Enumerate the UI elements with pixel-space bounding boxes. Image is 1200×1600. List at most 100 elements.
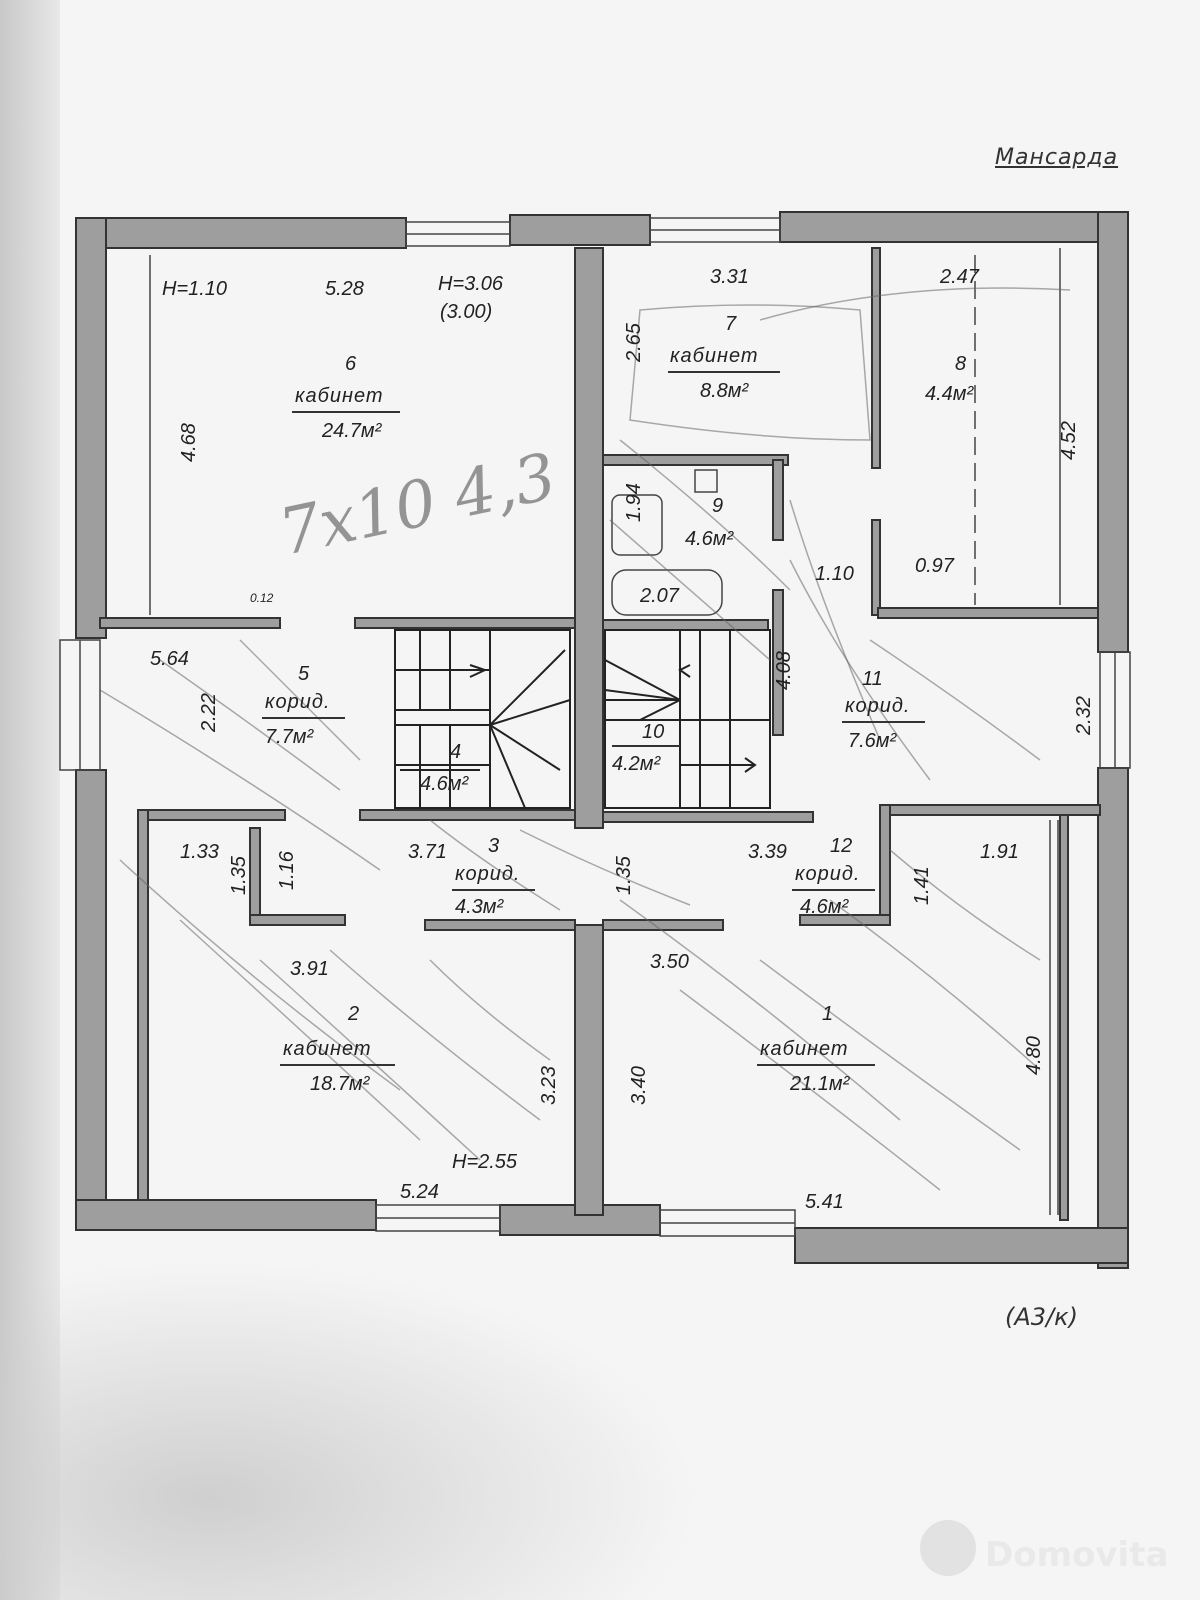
dim-141: 1.41 (911, 866, 933, 905)
washbasin (611, 494, 663, 556)
height-marks: Н=1.10 Н=3.06 (3.00) Н=2.55 (162, 273, 518, 1173)
dim-135b: 1.35 (613, 855, 635, 895)
room-6-area: 24.7м² (321, 420, 383, 442)
room-10-area: 4.2м² (612, 753, 662, 775)
room-3-name: корид. (455, 863, 520, 885)
height-255: Н=2.55 (452, 1151, 518, 1173)
wall-left-top (75, 217, 107, 639)
room-7-number: 7 (725, 313, 737, 335)
dimensions: 5.28 4.68 3.31 2.65 2.47 4.52 1.94 2.07 … (150, 266, 1095, 1213)
dim-194: 1.94 (623, 483, 645, 522)
dim-408: 4.08 (773, 651, 795, 690)
room-1-number: 1 (822, 1003, 833, 1025)
wall-left-bottom (75, 769, 107, 1231)
dim-247: 2.47 (939, 266, 980, 288)
dim-110: 1.10 (815, 563, 854, 585)
dim-323: 3.23 (538, 1066, 560, 1105)
wall-bath-right (772, 459, 784, 541)
room-6-number: 6 (345, 353, 357, 375)
wall-top-left (75, 217, 407, 249)
wall-stair-bottom (359, 809, 576, 821)
dim-339: 3.39 (748, 841, 787, 863)
height-110: Н=1.10 (162, 278, 227, 300)
wall-closet-bottom (249, 914, 346, 926)
wall-room1-top (602, 919, 724, 931)
height-300: (3.00) (440, 301, 492, 323)
room-12-area: 4.6м² (800, 896, 850, 918)
toilet (694, 469, 718, 493)
room-5-name: корид. (265, 691, 330, 713)
wall-top-right (779, 211, 1126, 243)
dim-097: 0.97 (915, 555, 955, 577)
dim-541: 5.41 (805, 1191, 844, 1213)
dim-265: 2.65 (623, 322, 645, 363)
dim-524: 5.24 (400, 1181, 439, 1203)
room-5-number: 5 (298, 663, 310, 685)
room-12-number: 12 (830, 835, 852, 857)
room-2-number: 2 (347, 1003, 359, 1025)
page-shadow-bottom (0, 1260, 700, 1600)
wall-bottom-left (75, 1199, 377, 1231)
wall-room2-top-right (424, 919, 576, 931)
room-8-area: 4.4м² (925, 383, 975, 405)
wall-room2-top-left (139, 809, 286, 821)
wall-bath-top (602, 454, 789, 466)
room-8-number: 8 (955, 353, 966, 375)
wall-room1-right-top (879, 804, 1101, 816)
room-12-name: корид. (795, 863, 860, 885)
height-306: Н=3.06 (438, 273, 504, 295)
dim-207: 2.07 (639, 585, 680, 607)
room-1-name: кабинет (760, 1038, 849, 1060)
dim-012: 0.12 (250, 591, 274, 605)
room-4-number: 4 (450, 741, 461, 763)
dim-391: 3.91 (290, 958, 329, 980)
wall-corr12-bottom (799, 914, 891, 926)
sheet-code: (А3/к) (1005, 1303, 1078, 1331)
room-2-name: кабинет (283, 1038, 372, 1060)
dim-452: 4.52 (1058, 421, 1080, 460)
wall-room8-left-lower (871, 519, 881, 616)
room-2-area: 18.7м² (310, 1073, 371, 1095)
wall-room8-bottom (877, 607, 1099, 619)
room-11-area: 7.6м² (848, 730, 898, 752)
staircase-right (604, 629, 771, 809)
staircase-left (394, 629, 571, 809)
interior-walls (99, 247, 1101, 1221)
room-3-area: 4.3м² (455, 896, 505, 918)
room-11-number: 11 (862, 668, 883, 690)
dim-340: 3.40 (628, 1066, 650, 1105)
dim-331: 3.31 (710, 266, 749, 288)
dim-480: 4.80 (1023, 1036, 1045, 1075)
windows (59, 217, 1131, 1237)
dim-350: 3.50 (650, 951, 689, 973)
wall-right-bottom (1097, 767, 1129, 1269)
wall-center-upper (574, 247, 604, 829)
dim-232: 2.32 (1073, 696, 1095, 736)
dim-222: 2.22 (198, 693, 220, 733)
room-5-area: 7.7м² (265, 726, 315, 748)
room-4-area: 4.6м² (420, 773, 470, 795)
room-10-number: 10 (642, 721, 664, 743)
pencil-hatching (99, 287, 1071, 1191)
room-3-number: 3 (488, 835, 499, 857)
dim-564: 5.64 (150, 648, 189, 670)
dim-371: 3.71 (408, 841, 447, 863)
room-11-name: корид. (845, 695, 910, 717)
dim-468: 4.68 (178, 423, 200, 462)
room-7-area: 8.8м² (700, 380, 750, 402)
wall-stair2-right (772, 589, 784, 736)
room-9-area: 4.6м² (685, 528, 735, 550)
watermark: Domovita (985, 1535, 1169, 1575)
wall-room2-inner-left (137, 809, 149, 1201)
wall-top-mid (509, 214, 651, 246)
room-6-name: кабинет (295, 385, 384, 407)
handwritten-note: 7х10 4,3 (273, 440, 563, 571)
plan-title: Мансарда (995, 145, 1119, 170)
wall-room1-inner-right (1059, 814, 1069, 1221)
wall-bath-bottom (602, 619, 769, 631)
wall-bottom-right (794, 1227, 1129, 1264)
wall-center-lower (574, 924, 604, 1216)
dim-135a: 1.35 (228, 855, 250, 895)
watermark-logo-icon (920, 1520, 976, 1576)
